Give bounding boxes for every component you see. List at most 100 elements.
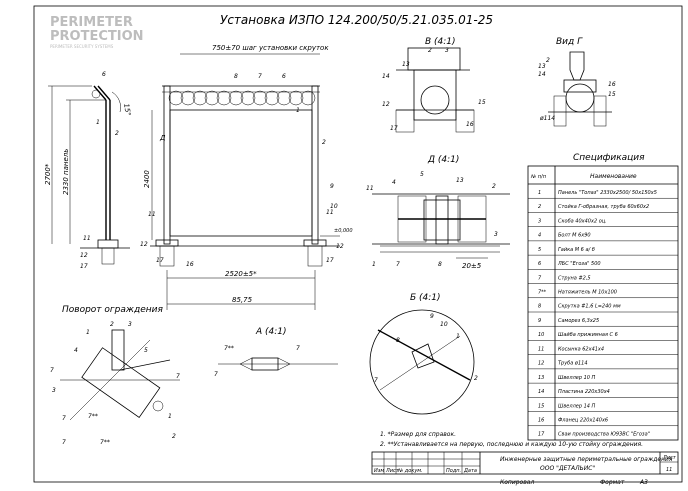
spec-row-no: 2 (538, 204, 541, 210)
svg-text:12: 12 (140, 241, 148, 248)
svg-text:11: 11 (148, 211, 156, 218)
svg-text:4: 4 (74, 347, 78, 354)
stamp-format-label: Формат (600, 479, 625, 486)
svg-text:7: 7 (296, 345, 300, 352)
spec-row-name: Натяжитель М 10х100 (558, 290, 617, 296)
spec-row-no: 17 (538, 432, 545, 438)
fence-panel (169, 109, 313, 237)
svg-text:16: 16 (466, 121, 474, 128)
stamp-col1: Изм (374, 468, 384, 474)
stamp-col5: Дата (463, 468, 477, 474)
view-b-title: Б (4:1) (410, 293, 441, 303)
dim-panel-height: 2330 панель (62, 149, 70, 195)
svg-text:9: 9 (330, 183, 334, 190)
view-v: В (4:1) 13 14 2 3 12 17 15 16 (382, 37, 486, 133)
svg-text:2: 2 (546, 57, 550, 64)
spec-row-no: 13 (538, 375, 544, 381)
view-a: А (4:1) 7** 7 7 (214, 327, 338, 378)
spec-row-no: 12 (538, 361, 544, 367)
spec-row-name: Косынка 62х41х4 (558, 346, 604, 352)
view-d-title: Д (4:1) (427, 155, 459, 165)
svg-text:9: 9 (430, 313, 434, 320)
spec-row-no: 5 (538, 247, 541, 253)
svg-text:1: 1 (96, 119, 100, 126)
svg-text:12: 12 (80, 252, 88, 259)
svg-text:12: 12 (336, 243, 344, 250)
d-marker: Д (159, 134, 166, 142)
spec-row-name: Фланец 220х140х6 (558, 418, 608, 424)
company-logo: PERIMETER PROTECTION PERIMETER SECURITY … (38, 12, 158, 52)
spec-row-no: 8 (538, 304, 541, 310)
svg-text:17: 17 (80, 263, 88, 270)
logo-line3: PERIMETER SECURITY SYSTEMS (50, 44, 114, 49)
logo-line2: PROTECTION (50, 29, 144, 44)
svg-text:1: 1 (456, 333, 460, 340)
front-view: 750±70 шаг установки скруток ±0, (140, 44, 353, 310)
spec-row-name: Панель "Топаз" 2330х2500/ 50х150х5 (558, 190, 657, 196)
svg-text:16: 16 (608, 81, 616, 88)
spec-row-name: Скоба 40х40х2 оц. (558, 218, 607, 224)
spec-row-name: Болт М 6х90 (558, 233, 591, 239)
svg-text:1: 1 (372, 261, 376, 268)
spec-row-name: Труба ø114 (558, 361, 588, 367)
stamp-col4: Подп. (446, 468, 461, 474)
spec-row-name: Шайба прижимная С 6 (558, 332, 618, 338)
svg-text:15: 15 (478, 99, 486, 106)
stamp-col3: № докум. (397, 468, 423, 474)
spec-row-name: Струна #2,5 (558, 275, 591, 281)
svg-text:2: 2 (474, 375, 478, 382)
stamp-copied: Копировал (500, 479, 534, 486)
dim-a: 2520±5* (225, 270, 257, 278)
svg-text:13: 13 (402, 61, 410, 68)
stamp-sheet-label: Лист (662, 455, 677, 461)
sheet-frame (33, 5, 683, 483)
svg-text:7: 7 (50, 367, 54, 374)
stamp-company: Инженерные защитные периметральные ограж… (500, 456, 673, 463)
spec-header-name: Наименование (590, 173, 637, 180)
svg-text:4: 4 (392, 179, 396, 186)
turn-view: Поворот ограждения 1 2 3 4 5 7 3 7** 7 1… (50, 305, 180, 446)
spec-row-name: Сваи производства Ю9ЗВС "Егоза" (558, 432, 650, 438)
svg-text:7: 7 (176, 373, 180, 380)
svg-text:14: 14 (382, 73, 390, 80)
spec-row-name: Швеллер 10 П (558, 375, 596, 381)
svg-text:8: 8 (396, 337, 400, 344)
svg-text:11: 11 (366, 185, 374, 192)
svg-text:11: 11 (83, 235, 91, 242)
spec-row-name: Скрутка #1,6 L=240 мм (558, 304, 621, 310)
barbed-wire-coil (168, 90, 316, 106)
spec-row-no: 15 (538, 403, 544, 409)
svg-text:3: 3 (52, 387, 56, 394)
svg-text:7: 7 (374, 377, 378, 384)
svg-text:7: 7 (214, 371, 218, 378)
svg-text:13: 13 (538, 63, 546, 70)
svg-text:17: 17 (156, 257, 164, 264)
svg-text:13: 13 (456, 177, 464, 184)
view-b: Б (4:1) 9 10 1 7 8 2 (369, 293, 478, 415)
spec-row-no: 6 (538, 261, 541, 267)
turn-label: Поворот ограждения (62, 305, 163, 315)
drawing-title: Установка ИЗПО 124.200/50/5.21.035.01-25 (220, 13, 493, 27)
view-g: Вид Г ø114 2 13 14 16 15 (538, 37, 616, 127)
title-block: Изм Лист № докум. Подп. Дата Инженерные … (371, 451, 679, 486)
spec-title: Спецификация (573, 153, 645, 163)
svg-text:2: 2 (428, 47, 432, 54)
spec-row-no: 7** (538, 290, 547, 296)
svg-text:5: 5 (420, 171, 424, 178)
svg-text:7**: 7** (88, 413, 98, 420)
svg-text:7: 7 (258, 73, 262, 80)
stamp-sheet-value: 11 (666, 467, 672, 473)
svg-text:7**: 7** (224, 345, 234, 352)
stamp-format-value: А3 (639, 479, 648, 486)
spec-row-name: Швеллер 14 П (558, 403, 596, 409)
spec-row-name: Пластина 220х30х4 (558, 389, 610, 395)
svg-text:7: 7 (62, 439, 66, 446)
svg-text:17: 17 (326, 257, 334, 264)
step-label: 750±70 шаг установки скруток (212, 44, 329, 52)
note-1: 1. *Размер для справок. (380, 431, 456, 438)
dim-total-height: 2700* (44, 163, 52, 185)
svg-text:5: 5 (144, 347, 148, 354)
